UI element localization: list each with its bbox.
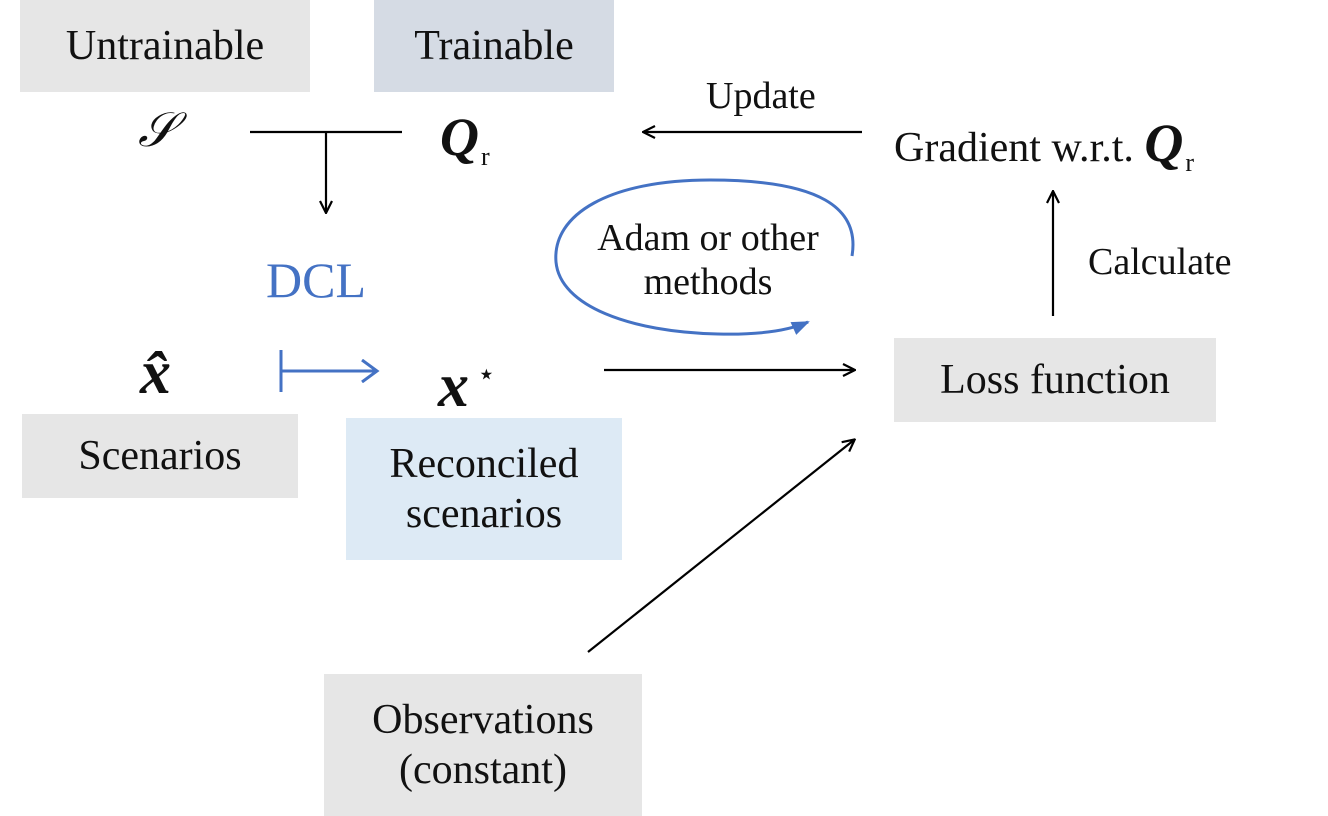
adam-loop-arrow	[554, 178, 855, 336]
untrainable-label: Untrainable	[65, 23, 265, 69]
reconciled-line2: scenarios	[405, 491, 563, 537]
symbol-star: ⋆	[477, 358, 496, 391]
trainable-box: Trainable	[374, 0, 614, 92]
gradient-label: Gradient w.r.t. Qr	[894, 116, 1195, 188]
loss-function-label: Loss function	[940, 357, 1170, 403]
symbol-q-subscript: r	[481, 142, 490, 171]
symbol-s: 𝒮	[138, 104, 176, 157]
dcl-label: DCL	[266, 252, 366, 308]
symbol-x-hat: x̂	[140, 339, 171, 407]
untrainable-box: Untrainable	[20, 0, 310, 92]
adam-label: Adam or other methods	[578, 216, 838, 304]
loss-function-box: Loss function	[894, 338, 1216, 422]
gradient-q: Q	[1144, 113, 1184, 173]
calculate-label: Calculate	[1088, 241, 1232, 283]
scenarios-label: Scenarios	[78, 433, 242, 479]
gradient-prefix: Gradient w.r.t.	[894, 125, 1134, 171]
observations-line2: (constant)	[399, 747, 567, 793]
observations-box: Observations (constant)	[324, 674, 642, 816]
symbol-x: x	[438, 352, 469, 420]
scenarios-box: Scenarios	[22, 414, 298, 498]
reconciled-line1: Reconciled	[389, 441, 579, 487]
observations-to-loss-arrow	[587, 440, 854, 653]
adam-line1: Adam or other	[597, 217, 819, 259]
trainable-label: Trainable	[414, 23, 574, 69]
symbol-x-star: x⋆	[438, 340, 496, 421]
gradient-q-subscript: r	[1185, 148, 1195, 177]
update-label: Update	[706, 75, 816, 117]
symbol-q: Q	[440, 107, 479, 167]
reconciled-scenarios-box: Reconciled scenarios	[346, 418, 622, 560]
adam-line2: methods	[643, 261, 773, 303]
observations-line1: Observations	[372, 697, 594, 743]
symbol-q-r: Qr	[440, 110, 490, 182]
